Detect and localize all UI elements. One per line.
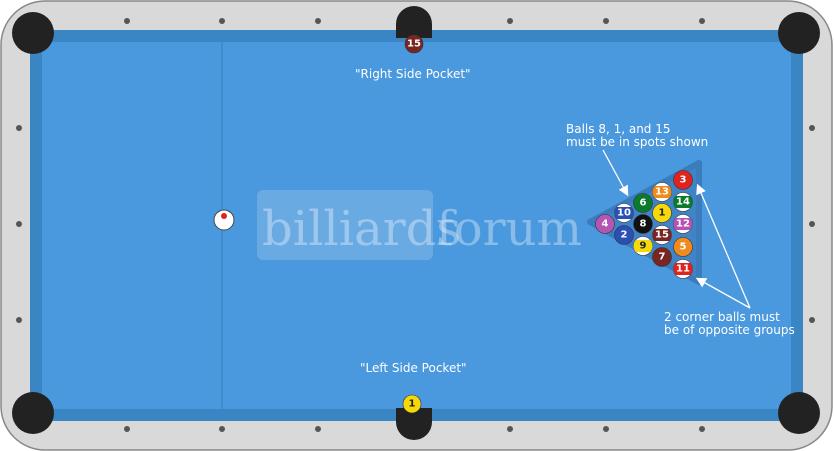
pocket-top-right	[778, 12, 820, 54]
diamond-bottom	[315, 426, 321, 432]
pocket-top-left	[12, 12, 54, 54]
pocket-ball-bottom: 1	[402, 394, 422, 414]
pocket-bottom-side	[396, 408, 432, 440]
diamond-left	[16, 221, 22, 227]
pocket-ball-bottom-number: 1	[409, 399, 416, 410]
rack-ball-number: 1	[659, 208, 666, 219]
diamond-right	[809, 221, 815, 227]
rack-ball-number: 3	[680, 175, 687, 186]
diamond-bottom	[124, 426, 130, 432]
rack-ball-11: 11	[673, 259, 693, 279]
rack-ball-12: 12	[673, 214, 693, 234]
watermark: billiards forum	[257, 190, 582, 260]
rack-ball-number: 7	[659, 252, 666, 263]
spots-note-line1: Balls 8, 1, and 15	[566, 122, 671, 136]
rack-ball-2: 2	[614, 225, 634, 245]
rack-ball-number: 11	[676, 264, 690, 275]
rack-balls: 3 13 14 6 1 12 10 8 15 5 4 2 9 7 11	[595, 170, 693, 279]
watermark-box	[257, 190, 433, 260]
diamond-right	[809, 317, 815, 323]
arrow-corner-bottom	[695, 277, 751, 309]
label-right-side-pocket: "Right Side Pocket"	[355, 67, 471, 81]
diamond-bottom	[507, 426, 513, 432]
diamond-left	[16, 317, 22, 323]
rack-ball-8: 8	[633, 214, 653, 234]
spots-note-line2: must be in spots shown	[566, 135, 708, 149]
diamond-top	[603, 18, 609, 24]
cue-ball	[213, 209, 235, 231]
diamond-top	[219, 18, 225, 24]
diamond-bottom	[699, 426, 705, 432]
rack-ball-number: 12	[676, 219, 690, 230]
rack-ball-number: 2	[621, 230, 628, 241]
rack-ball-number: 14	[676, 197, 690, 208]
rack-ball-5: 5	[673, 237, 693, 257]
rack-ball-14: 14	[673, 192, 693, 212]
arrow-spots	[602, 149, 629, 197]
rack-ball-9: 9	[633, 236, 653, 256]
diamond-bottom	[603, 426, 609, 432]
corner-note-line2: be of opposite groups	[664, 323, 795, 337]
rack-ball-number: 5	[680, 242, 687, 253]
diamond-bottom	[219, 426, 225, 432]
corner-note-line1: 2 corner balls must	[664, 310, 780, 324]
pocket-top-side	[396, 6, 432, 38]
rack-ball-number: 15	[655, 230, 669, 241]
watermark-part2: forum	[436, 201, 582, 257]
diamond-right	[809, 125, 815, 131]
rack-ball-4: 4	[595, 214, 615, 234]
annotation-arrows	[602, 149, 751, 309]
pocket-bottom-left	[12, 392, 54, 434]
rack-ball-number: 6	[640, 198, 647, 209]
pocket-ball-top: 15	[404, 34, 424, 54]
rack-ball-number: 4	[602, 219, 609, 230]
diamond-left	[16, 125, 22, 131]
rack-ball-number: 9	[640, 241, 647, 252]
diamond-top	[124, 18, 130, 24]
rack-ball-number: 13	[655, 187, 669, 198]
rail-diamonds	[16, 18, 815, 432]
pockets	[12, 6, 820, 440]
rack-ball-number: 8	[640, 219, 647, 230]
diamond-top	[315, 18, 321, 24]
watermark-part1: billiards	[262, 201, 461, 257]
diamond-top	[699, 18, 705, 24]
rack-ball-10: 10	[614, 203, 634, 223]
diamond-top	[507, 18, 513, 24]
arrow-corner-top	[696, 183, 751, 309]
rack-ball-1: 1	[652, 203, 672, 223]
rack-ball-number: 10	[617, 208, 631, 219]
pocket-ball-top-number: 15	[407, 39, 421, 50]
rack-ball-3: 3	[673, 170, 693, 190]
pocket-bottom-right	[778, 392, 820, 434]
rack-ball-13: 13	[652, 182, 672, 202]
rack-ball-15: 15	[652, 225, 672, 245]
rack-ball-7: 7	[652, 247, 672, 267]
label-left-side-pocket: "Left Side Pocket"	[360, 361, 467, 375]
rack-ball-6: 6	[633, 193, 653, 213]
